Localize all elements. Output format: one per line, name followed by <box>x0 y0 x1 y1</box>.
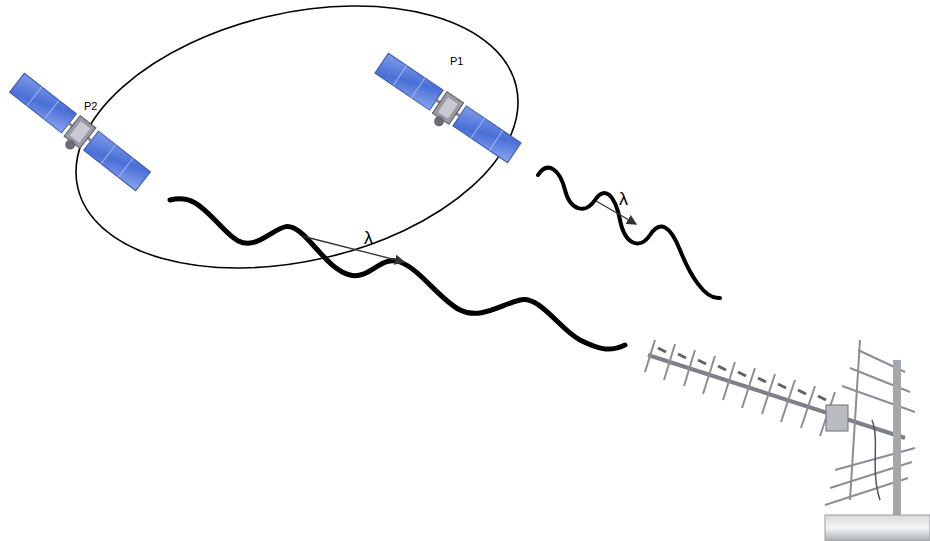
satellite-p2 <box>4 73 151 198</box>
short-wave <box>538 168 720 298</box>
wavelength-symbol: λ <box>364 229 373 247</box>
wavelength-arrow <box>596 201 636 224</box>
long-wave <box>170 199 625 349</box>
satellite-p1 <box>370 52 522 170</box>
yagi-antenna <box>645 340 915 518</box>
satellite-label: P1 <box>450 56 463 67</box>
mounting-pipe <box>825 515 930 541</box>
orbit-ellipse <box>50 0 544 308</box>
wavelength-symbol: λ <box>619 190 628 208</box>
wavelength-arrow <box>302 236 404 262</box>
satellite-label: P2 <box>84 101 97 112</box>
